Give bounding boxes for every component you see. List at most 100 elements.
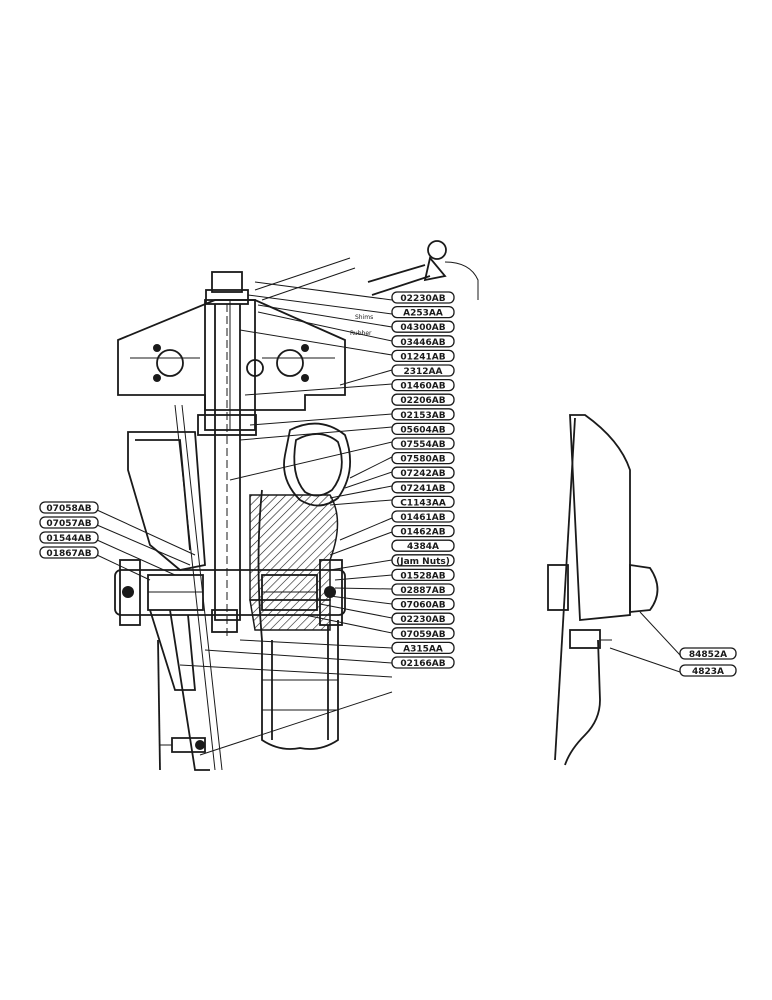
- part-number: 4384A: [407, 542, 439, 552]
- part-label: 07060AB: [391, 597, 455, 611]
- label-pill: [391, 510, 455, 523]
- grease-fitting: [254, 240, 479, 301]
- label-pill: [391, 320, 455, 333]
- part-number: 05604AB: [400, 425, 445, 435]
- part-label: 84852A: [679, 647, 737, 660]
- part-number: 84852A: [689, 650, 727, 660]
- label-pill: [391, 422, 455, 436]
- far-right-part-labels: 84852A 4823A: [679, 647, 737, 677]
- part-number: 02166AB: [400, 659, 445, 669]
- right-part-labels: 02230ABA253AA04300AB03446AB01241AB2312AA…: [391, 291, 455, 669]
- part-label: 07059AB: [391, 627, 455, 640]
- label-pill: [391, 524, 455, 538]
- part-number: 02206AB: [400, 396, 445, 406]
- part-number: 07242AB: [400, 469, 445, 479]
- label-pill: [391, 495, 455, 509]
- part-number: 01460AB: [400, 382, 445, 392]
- label-pill: [391, 656, 455, 669]
- label-pill: [679, 664, 737, 677]
- label-pill: [391, 378, 455, 392]
- part-number: 01241AB: [400, 352, 445, 362]
- part-number: 07057AB: [46, 519, 91, 529]
- part-number: 01461AB: [400, 513, 445, 523]
- part-label: A253AA: [391, 305, 455, 319]
- label-pill: [679, 647, 737, 660]
- part-label: 03446AB: [391, 335, 455, 348]
- part-label: 05604AB: [391, 422, 455, 436]
- label-pill: [391, 481, 455, 494]
- leader-lines-far-right: [609, 611, 681, 673]
- part-label: 07058AB: [39, 501, 99, 514]
- label-pill: [391, 305, 455, 319]
- part-number: 07058AB: [46, 504, 91, 514]
- part-number: 04300AB: [400, 323, 445, 333]
- part-number: 07554AB: [400, 440, 445, 450]
- part-number: (Jam Nuts): [396, 557, 450, 567]
- part-number: C1143AA: [400, 498, 446, 508]
- label-pill: [39, 516, 99, 529]
- label-pill: [391, 466, 455, 479]
- label-pill: [39, 546, 99, 559]
- part-number: 01462AB: [400, 528, 445, 538]
- part-number: 02887AB: [400, 586, 445, 596]
- upper-bracket: [117, 299, 346, 431]
- part-label: 01460AB: [391, 378, 455, 392]
- part-number: 02153AB: [400, 411, 445, 421]
- label-pill: [391, 641, 455, 655]
- part-number: 2312AA: [404, 367, 443, 377]
- label-pill: [391, 627, 455, 640]
- label-pill: [391, 597, 455, 611]
- wheel-hub: [114, 559, 346, 626]
- part-number: 07059AB: [400, 630, 445, 640]
- label-pill: [391, 291, 455, 304]
- label-pill: [391, 393, 455, 406]
- part-label: 02166AB: [391, 656, 455, 669]
- part-label: (Jam Nuts): [391, 554, 455, 567]
- part-label: 02153AB: [391, 408, 455, 421]
- part-number: 4823A: [692, 667, 724, 677]
- side-view-detail: [547, 414, 659, 766]
- part-number: 07060AB: [400, 601, 445, 611]
- label-pill: [391, 335, 455, 348]
- part-number: 01528AB: [400, 571, 445, 581]
- part-label: 01867AB: [39, 546, 99, 559]
- part-label: 01241AB: [391, 349, 455, 363]
- part-label: 4823A: [679, 664, 737, 677]
- note-shims: Shims: [355, 314, 373, 321]
- part-label: 01461AB: [391, 510, 455, 523]
- knuckle-body: [127, 404, 223, 771]
- part-label: 04300AB: [391, 320, 455, 333]
- part-number: 01544AB: [46, 534, 91, 544]
- part-label: 07580AB: [391, 451, 455, 465]
- label-pill: [391, 568, 455, 582]
- note-rubber: Rubber: [350, 330, 372, 337]
- label-pill: [391, 364, 455, 377]
- part-number: 02230AB: [400, 294, 445, 304]
- label-pill: [391, 554, 455, 567]
- leader-lines-right: [179, 281, 393, 756]
- part-label: 01462AB: [391, 524, 455, 538]
- part-label: 02206AB: [391, 393, 455, 406]
- label-pill: [39, 501, 99, 514]
- part-number: A315AA: [403, 644, 443, 654]
- part-label: 07057AB: [39, 516, 99, 529]
- part-label: 07554AB: [391, 437, 455, 450]
- left-part-labels: 07058AB 07057AB 01544AB 01867AB: [39, 501, 99, 559]
- part-label: 01528AB: [391, 568, 455, 582]
- label-pill: [391, 408, 455, 421]
- label-pill: [391, 583, 455, 596]
- part-label: C1143AA: [391, 495, 455, 509]
- part-number: 07580AB: [400, 455, 445, 465]
- leader-lines-left: [96, 509, 196, 581]
- label-pill: [391, 349, 455, 363]
- part-label: 01544AB: [39, 531, 99, 544]
- part-label: 02230AB: [391, 291, 455, 304]
- king-pin: [197, 271, 257, 640]
- part-label: 2312AA: [391, 364, 455, 377]
- part-number: 02230AB: [400, 615, 445, 625]
- part-label: 07241AB: [391, 481, 455, 494]
- label-pill: [391, 437, 455, 450]
- part-number: 03446AB: [400, 338, 445, 348]
